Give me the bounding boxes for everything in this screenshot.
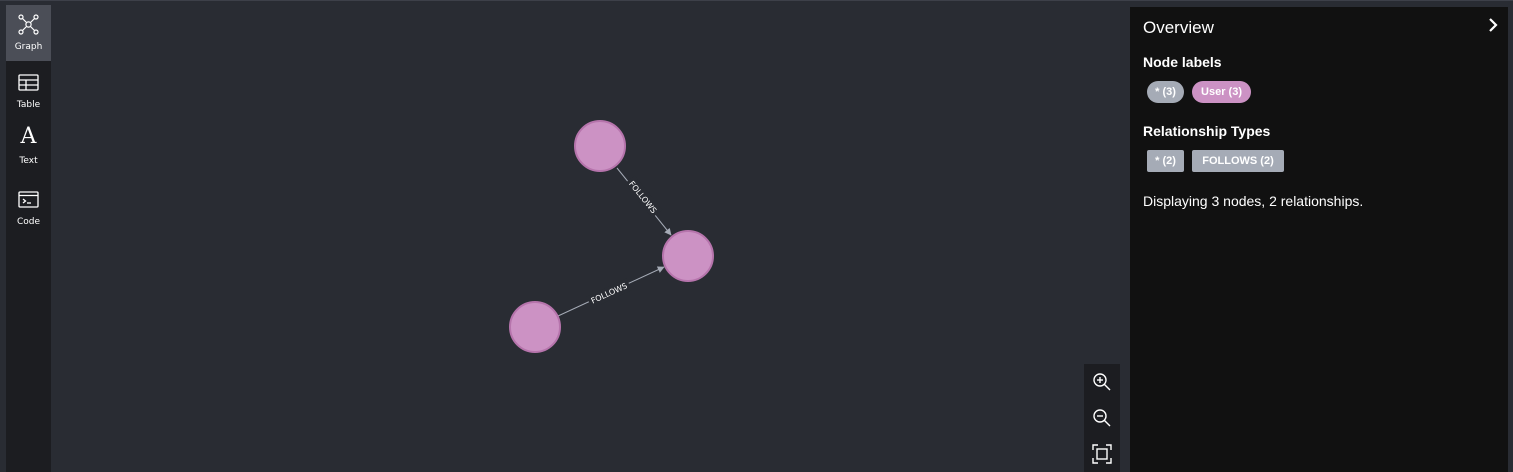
graph-node-user[interactable] [662, 230, 714, 282]
zoom-in-icon [1093, 373, 1111, 391]
relationship-label-bg [586, 278, 632, 309]
overview-summary: Displaying 3 nodes, 2 relationships. [1143, 193, 1364, 209]
relationship-types-heading: Relationship Types [1143, 123, 1271, 139]
graph-svg[interactable]: FOLLOWS FOLLOWS [51, 1, 1127, 472]
graph-node-user[interactable] [574, 120, 626, 172]
graph-node-user[interactable] [509, 301, 561, 353]
code-view-label: Code [16, 217, 41, 227]
zoom-controls [1084, 364, 1120, 472]
code-view-button[interactable]: Code [6, 180, 51, 236]
overview-panel: Overview Node labels * (3) User (3) Rela… [1130, 7, 1508, 472]
chevron-right-icon[interactable] [1485, 16, 1501, 34]
zoom-out-icon [1093, 409, 1111, 427]
text-icon: A [20, 124, 37, 149]
graph-canvas[interactable]: FOLLOWS FOLLOWS [51, 1, 1127, 472]
fit-to-screen-button[interactable] [1084, 436, 1120, 472]
zoom-in-button[interactable] [1084, 364, 1120, 400]
view-switcher: Graph Table A Text [6, 5, 51, 472]
node-labels-heading: Node labels [1143, 54, 1222, 70]
node-label-chip-user[interactable]: User (3) [1192, 81, 1251, 103]
text-view-button[interactable]: A Text [6, 120, 51, 176]
relationship-type-chip-follows[interactable]: FOLLOWS (2) [1192, 150, 1284, 172]
graph-view-label: Graph [14, 42, 43, 52]
graph-icon [18, 14, 39, 35]
relationship-type-chip-all[interactable]: * (2) [1147, 150, 1184, 172]
relationship-label-bg [624, 175, 663, 218]
relationship-follows-2[interactable]: FOLLOWS [557, 266, 665, 317]
fit-to-screen-icon [1092, 444, 1112, 464]
zoom-out-button[interactable] [1084, 400, 1120, 436]
table-icon [18, 74, 39, 91]
code-icon [18, 191, 39, 208]
table-view-button[interactable]: Table [6, 63, 51, 119]
relationship-follows-1[interactable]: FOLLOWS [616, 167, 672, 236]
overview-title: Overview [1143, 18, 1214, 37]
text-view-label: Text [19, 156, 38, 166]
relationship-label: FOLLOWS [627, 179, 658, 215]
graph-view-button[interactable]: Graph [6, 5, 51, 61]
node-label-chip-all[interactable]: * (3) [1147, 81, 1184, 103]
table-view-label: Table [16, 100, 41, 110]
